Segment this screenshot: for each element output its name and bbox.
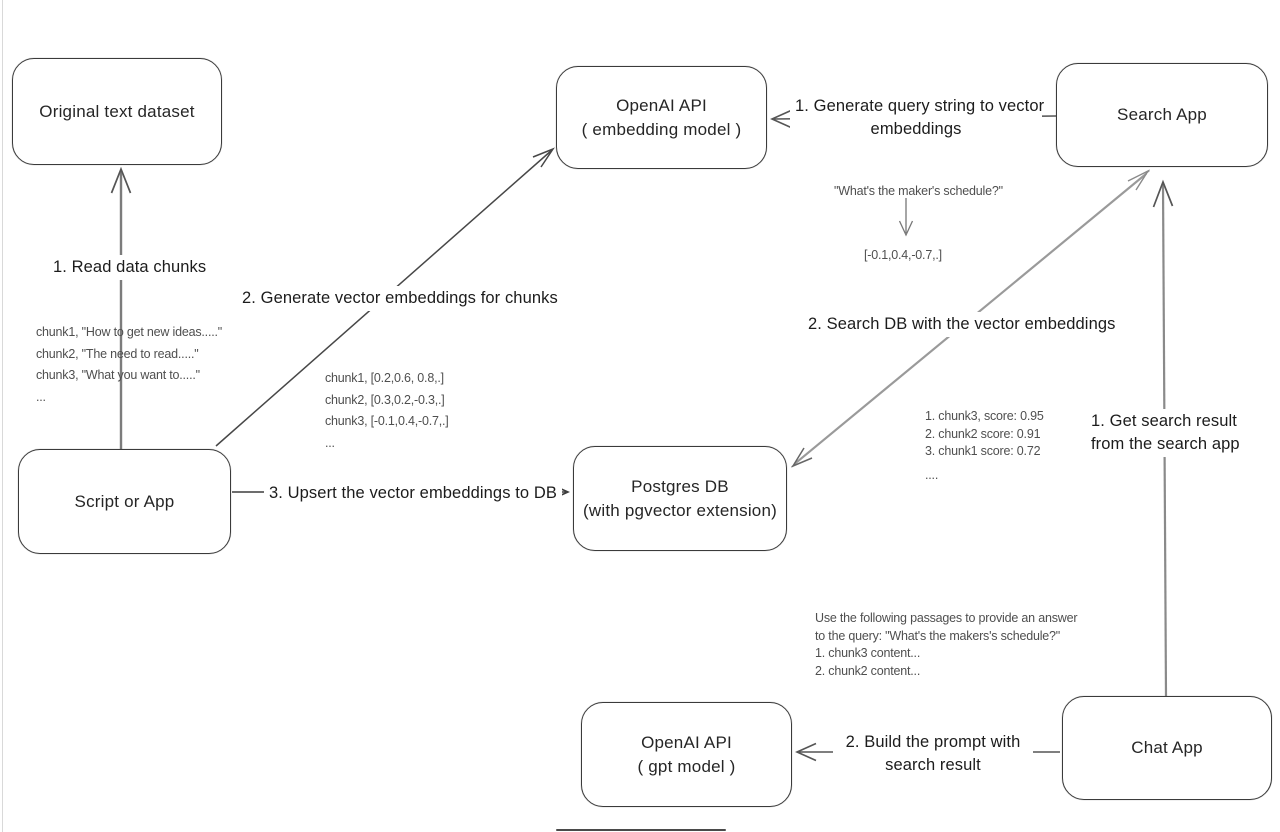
node-original-text-dataset[interactable]: Original text dataset — [12, 58, 222, 165]
node-label: Script or App — [74, 491, 175, 511]
node-postgres-db[interactable]: Postgres DB (with pgvector extension) — [573, 446, 787, 551]
step-search-db: 2. Search DB with the vector embeddings — [803, 312, 1121, 337]
annotation-prompt-text: Use the following passages to provide an… — [815, 611, 1078, 678]
step-line2: search result — [885, 756, 981, 774]
annotation-chunk-vectors: chunk1, [0.2,0.6, 0.8,.] chunk2, [0.3,0.… — [325, 371, 449, 450]
node-label-line1: Postgres DB — [631, 476, 729, 496]
canvas-bottom-edge — [556, 829, 726, 831]
node-label-line1: OpenAI API — [616, 95, 707, 115]
step-line1: 1. Generate query string to vector — [795, 97, 1045, 115]
node-search-app[interactable]: Search App — [1056, 63, 1268, 167]
node-label-line2: (with pgvector extension) — [583, 500, 777, 520]
annotation-chunk-texts: chunk1, "How to get new ideas....." chun… — [36, 325, 223, 404]
node-label: Chat App — [1131, 738, 1203, 757]
step-line1: 1. Get search result — [1091, 412, 1237, 430]
node-script-or-app[interactable]: Script or App — [18, 449, 231, 554]
step-upsert-to-db: 3. Upsert the vector embeddings to DB — [264, 481, 563, 506]
node-label-line1: OpenAI API — [641, 732, 732, 752]
node-label-line2: ( embedding model ) — [581, 119, 742, 139]
annotation-search-scores: 1. chunk3, score: 0.95 2. chunk2 score: … — [925, 409, 1044, 482]
step-generate-query-vector: 1. Generate query string to vector embed… — [790, 94, 1045, 142]
step-get-search-result: 1. Get search result from the search app — [1086, 409, 1245, 457]
edge-query-to-vector — [898, 198, 914, 237]
node-label-line2: ( gpt model ) — [637, 756, 736, 776]
node-label: Original text dataset — [39, 101, 195, 121]
node-openai-embedding[interactable]: OpenAI API ( embedding model ) — [556, 66, 767, 169]
step-build-prompt: 2. Build the prompt with search result — [833, 730, 1033, 778]
node-label: Search App — [1117, 105, 1207, 124]
annotation-query-string: "What's the maker's schedule?" — [834, 184, 1003, 198]
step-generate-embeddings: 2. Generate vector embeddings for chunks — [237, 286, 563, 311]
node-openai-gpt[interactable]: OpenAI API ( gpt model ) — [581, 702, 792, 807]
annotation-query-vector: [-0.1,0.4,-0.7,.] — [864, 248, 942, 262]
node-chat-app[interactable]: Chat App — [1062, 696, 1272, 800]
step-line2: from the search app — [1091, 435, 1240, 453]
step-line1: 2. Build the prompt with — [845, 733, 1021, 751]
step-read-data-chunks: 1. Read data chunks — [48, 255, 212, 280]
canvas-left-edge — [2, 0, 3, 832]
step-line2: embeddings — [870, 120, 962, 138]
